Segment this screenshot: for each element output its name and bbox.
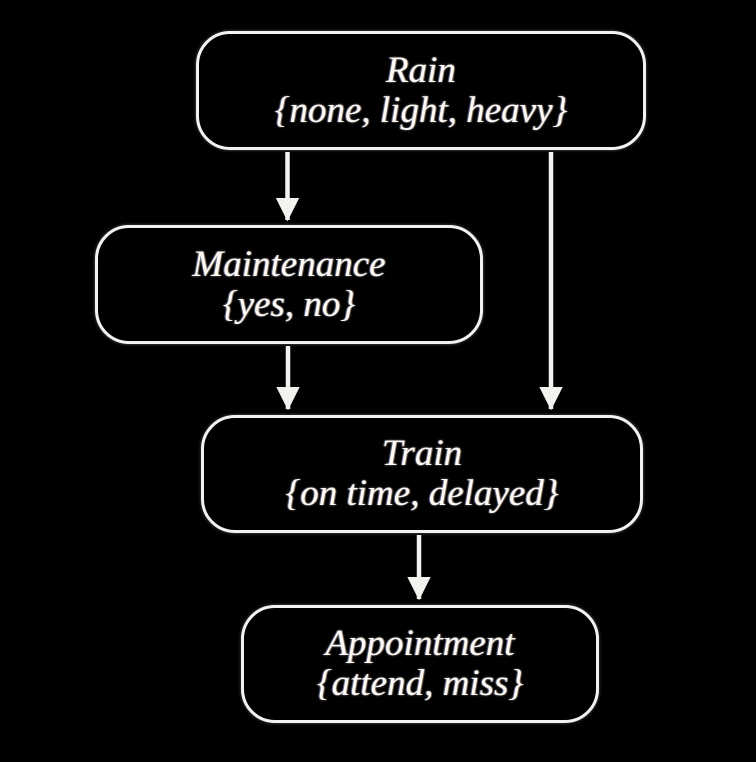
node-train[interactable]: Train {on time, delayed} [201,415,643,533]
node-train-domain: {on time, delayed} [285,473,559,514]
node-maintenance-domain: {yes, no} [222,283,356,325]
node-maintenance[interactable]: Maintenance {yes, no} [95,225,483,344]
node-rain[interactable]: Rain {none, light, heavy} [196,31,646,150]
node-appointment[interactable]: Appointment {attend, miss} [241,605,599,723]
node-rain-name: Rain [386,49,456,91]
node-rain-domain: {none, light, heavy} [274,89,568,131]
node-maintenance-name: Maintenance [192,243,386,285]
node-appointment-domain: {attend, miss} [316,663,524,704]
node-appointment-name: Appointment [325,623,515,665]
node-train-name: Train [381,433,463,475]
